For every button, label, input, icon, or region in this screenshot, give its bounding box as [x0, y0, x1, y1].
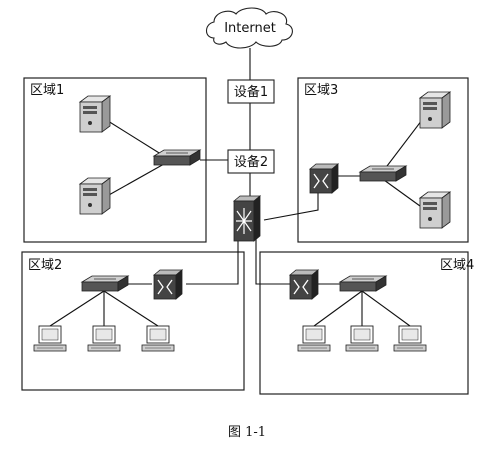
- device-1: 设备1: [227, 79, 275, 104]
- figure-caption: 图 1-1: [228, 425, 266, 440]
- link-zone1-server-bottom: [99, 163, 165, 201]
- server-icon: [79, 95, 111, 133]
- cloud-label: Internet: [224, 21, 276, 36]
- router-icon: [153, 269, 183, 300]
- zone-4-label: 区域4: [440, 258, 474, 273]
- zone-2-label: 区域2: [28, 258, 62, 273]
- switch-icon: [153, 149, 201, 166]
- zone-2: [21, 251, 245, 391]
- device-2-box: [227, 149, 275, 174]
- internet-cloud: Internet: [205, 7, 293, 49]
- device-1-label: 设备1: [234, 84, 268, 100]
- switch-icon: [359, 165, 407, 182]
- device-1-box: [227, 79, 275, 104]
- link-zone2-pc-1: [49, 290, 105, 327]
- link-zone4-pc-1: [313, 290, 363, 327]
- link-zone3-server-top: [383, 119, 423, 171]
- link-core-zone2-router: [186, 236, 239, 285]
- server-icon: [419, 91, 451, 129]
- workstation-icon: [297, 325, 331, 352]
- link-core-zone3-router: [263, 192, 319, 221]
- server-icon: [419, 191, 451, 229]
- switch-icon: [81, 275, 129, 292]
- network-links: [49, 48, 423, 327]
- link-core-zone4-router: [255, 236, 290, 285]
- link-zone2-pc-3: [103, 290, 159, 327]
- switch-icon: [339, 275, 387, 292]
- zone-3-label: 区域3: [304, 83, 338, 98]
- zone-1-label: 区域1: [30, 83, 64, 98]
- link-zone1-server-top: [99, 115, 165, 157]
- link-zone3-server-bottom: [383, 179, 421, 207]
- link-zone4-pc-3: [361, 290, 411, 327]
- workstation-icon: [33, 325, 67, 352]
- device-2: 设备2: [227, 149, 275, 174]
- workstation-icon: [141, 325, 175, 352]
- workstation-icon: [345, 325, 379, 352]
- router-icon: [309, 163, 339, 194]
- device-2-label: 设备2: [234, 154, 268, 170]
- workstation-icon: [87, 325, 121, 352]
- router-icon: [289, 269, 319, 300]
- cloud-icon: [205, 7, 293, 49]
- core-switch-icon: [233, 195, 261, 242]
- server-icon: [79, 177, 111, 215]
- workstation-icon: [393, 325, 427, 352]
- zone-4: [259, 251, 469, 395]
